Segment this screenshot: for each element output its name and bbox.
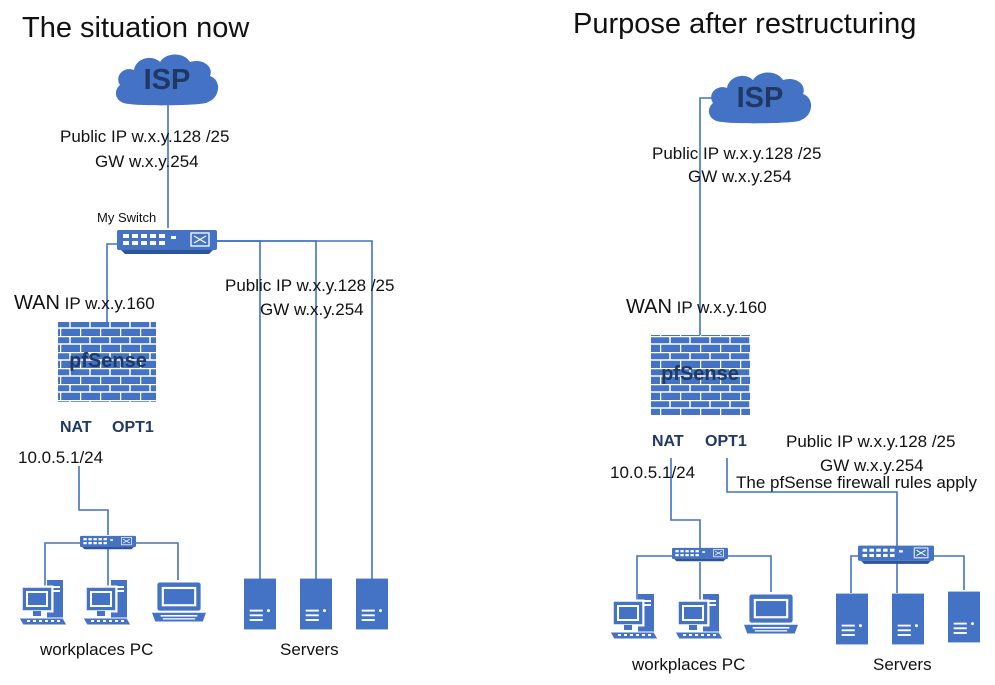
pc-group-label: workplaces PC	[39, 640, 153, 659]
desktop-pc-icon	[674, 593, 724, 640]
right-firewall: pfSense	[651, 335, 750, 415]
switch-to-server3-line	[210, 240, 373, 580]
servers-gw-label: GW w.x.y.254	[260, 300, 364, 319]
switch-icon	[858, 545, 934, 564]
isp-label: ISP	[144, 64, 191, 96]
isp-gw-label: GW w.x.y.254	[95, 152, 199, 171]
server-icon	[948, 591, 980, 643]
server-icon	[300, 578, 332, 630]
desktop-pc-icon	[18, 579, 68, 626]
switch-icon	[672, 547, 728, 562]
pc-group-label: workplaces PC	[631, 655, 745, 674]
pc-switch-to-laptop-line	[132, 542, 179, 580]
switch-label: My Switch	[97, 210, 156, 225]
servers-group-label: Servers	[873, 655, 932, 674]
desktop-pc-icon	[609, 593, 659, 640]
laptop-icon	[744, 594, 798, 634]
pc-switch-to-laptop-line	[725, 555, 772, 592]
right-title: Purpose after restructuring	[573, 8, 916, 40]
server-switch-to-server3-line	[932, 555, 965, 590]
switch-icon	[117, 229, 217, 254]
port-opt1-label: OPT1	[112, 419, 154, 436]
left-connections	[44, 100, 373, 588]
server-icon	[244, 578, 276, 630]
switch-icon	[80, 535, 136, 550]
opt1-to-server-switch-line	[726, 458, 898, 546]
right-isp-cloud: ISP	[708, 72, 812, 124]
server-switch-to-server1-line	[850, 555, 862, 593]
wan-ip-label: WAN IP w.x.y.160	[626, 296, 767, 318]
port-nat-label: NAT	[652, 433, 684, 450]
opt1-gw-label: GW w.x.y.254	[820, 456, 924, 475]
isp-gw-label: GW w.x.y.254	[688, 167, 792, 186]
port-nat-label: NAT	[60, 419, 92, 436]
isp-ip-label: Public IP w.x.y.128 /25	[60, 127, 229, 146]
port-opt1-label: OPT1	[705, 433, 747, 450]
firewall-icon	[58, 322, 156, 402]
firewall-to-pc-switch-line	[78, 466, 109, 535]
firewall-label: pfSense	[69, 350, 147, 372]
firewall-to-pc-switch-line	[670, 458, 701, 548]
left-isp-cloud: ISP	[115, 54, 219, 106]
isp-label: ISP	[737, 82, 784, 114]
laptop-icon	[152, 582, 206, 622]
firewall-icon	[651, 335, 750, 415]
isp-ip-label: Public IP w.x.y.128 /25	[652, 144, 821, 163]
server-icon	[836, 593, 868, 645]
pc-switch-to-pc1-line	[44, 542, 80, 588]
opt1-note-label: The pfSense firewall rules apply	[736, 473, 977, 492]
server-icon	[892, 593, 924, 645]
lan-ip-label: 10.0.5.1/24	[18, 448, 103, 467]
server-icon	[356, 578, 388, 630]
wan-ip-label: WAN IP w.x.y.160	[14, 292, 155, 314]
left-title: The situation now	[22, 12, 250, 44]
pc-switch-to-pc1-line	[636, 555, 676, 600]
lan-ip-label: 10.0.5.1/24	[610, 463, 695, 482]
servers-ip-label: Public IP w.x.y.128 /25	[225, 276, 394, 295]
desktop-pc-icon	[82, 579, 132, 626]
switch-to-firewall-line	[106, 243, 120, 322]
firewall-label: pfSense	[661, 363, 739, 385]
opt1-ip-label: Public IP w.x.y.128 /25	[786, 432, 955, 451]
servers-group-label: Servers	[280, 640, 339, 659]
left-firewall: pfSense	[58, 322, 156, 402]
right-connections	[636, 97, 965, 600]
